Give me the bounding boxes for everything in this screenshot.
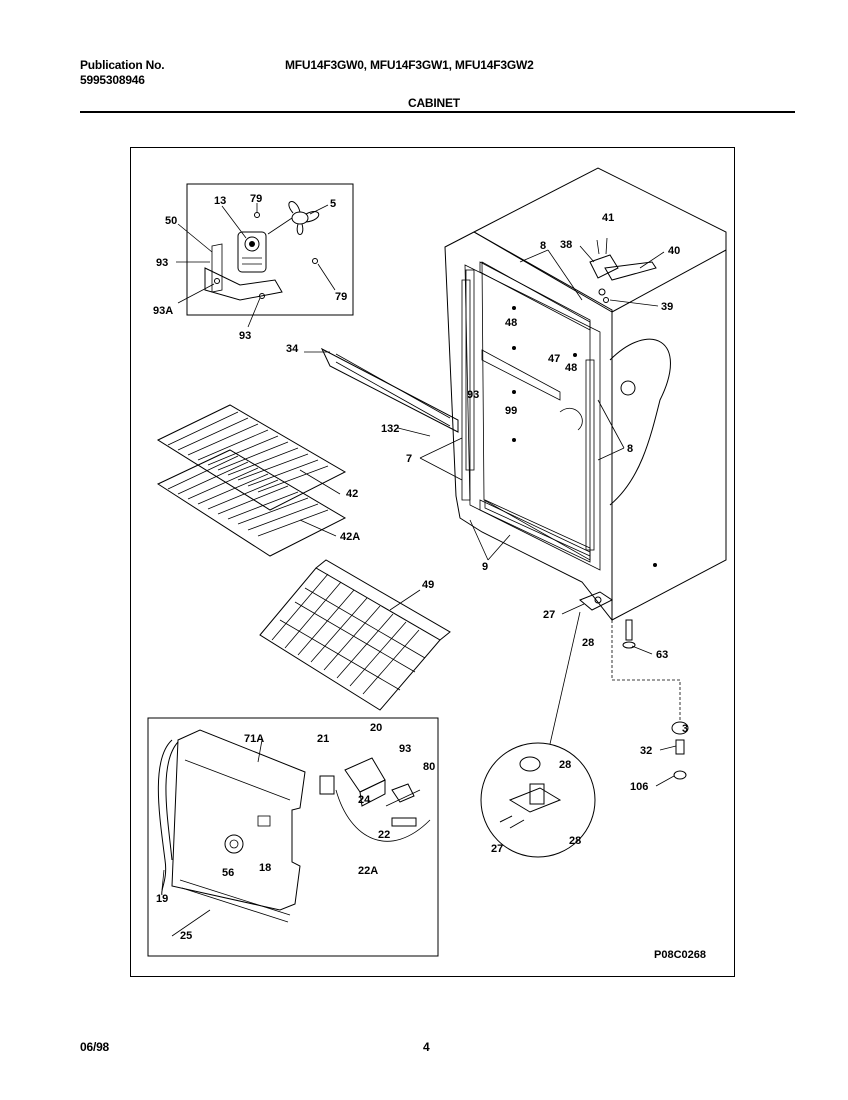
callout-93a: 93	[156, 257, 168, 269]
callout-63: 63	[656, 649, 668, 661]
leveling-leg	[611, 620, 689, 780]
callout-25: 25	[180, 930, 192, 942]
callout-5: 5	[330, 198, 336, 210]
footer-date: 06/98	[80, 1040, 110, 1054]
callout-21: 21	[317, 733, 329, 745]
wire-shelf-lower	[156, 449, 347, 557]
top-hinge	[589, 237, 657, 303]
callout-71A: 71A	[244, 733, 264, 745]
callout-80: 80	[423, 761, 435, 773]
callout-79b: 79	[335, 291, 347, 303]
callout-7: 7	[406, 453, 412, 465]
evaporator-cover	[320, 347, 459, 433]
callout-93c: 93	[467, 389, 479, 401]
callout-41: 41	[602, 212, 614, 224]
callout-28b: 28	[559, 759, 571, 771]
freezer-cabinet	[444, 167, 727, 622]
callout-93A: 93A	[153, 305, 173, 317]
callout-50: 50	[165, 215, 177, 227]
header-rule	[80, 111, 795, 113]
callout-8a: 8	[540, 240, 546, 252]
callout-9: 9	[482, 561, 488, 573]
callout-93d: 93	[399, 743, 411, 755]
callout-24: 24	[358, 794, 371, 806]
model-numbers: MFU14F3GW0, MFU14F3GW1, MFU14F3GW2	[285, 58, 534, 72]
callout-20: 20	[370, 722, 382, 734]
callout-48b: 48	[565, 362, 577, 374]
callout-22: 22	[378, 829, 390, 841]
bottom-hinge	[579, 591, 636, 649]
callout-48a: 48	[505, 317, 517, 329]
callout-22A: 22A	[358, 865, 378, 877]
diagram-frame	[130, 147, 735, 977]
callout-99: 99	[505, 405, 517, 417]
callout-leaders	[161, 245, 677, 937]
callout-38: 38	[560, 239, 572, 251]
callout-132: 132	[381, 423, 399, 435]
footer-page-number: 4	[423, 1040, 430, 1054]
callout-79a: 79	[250, 193, 262, 205]
publication-number: 5995308946	[80, 73, 145, 87]
callout-27b: 27	[491, 843, 503, 855]
callout-8b: 8	[627, 443, 633, 455]
callout-40: 40	[668, 245, 680, 257]
callout-39: 39	[661, 301, 673, 313]
fan-motor	[237, 231, 267, 273]
callout-19: 19	[156, 893, 168, 905]
callout-18: 18	[259, 862, 271, 874]
callout-42A: 42A	[340, 531, 360, 543]
callout-labels: 50 13 79 5 93 79 93A 93 34 132 41 38 40 …	[153, 193, 706, 961]
callout-27a: 27	[543, 609, 555, 621]
hinge-detail-view	[480, 611, 596, 858]
callout-42: 42	[346, 488, 358, 500]
figure-code: P08C0268	[654, 949, 706, 961]
door-gaskets	[461, 261, 591, 563]
callout-28a: 28	[582, 637, 594, 649]
callout-34: 34	[286, 343, 299, 355]
section-title: CABINET	[408, 96, 460, 110]
callout-28c: 28	[569, 835, 581, 847]
freezer-basket	[259, 559, 451, 711]
callout-47: 47	[548, 353, 560, 365]
callout-32: 32	[640, 745, 652, 757]
wire-shelf-upper	[156, 404, 347, 511]
callout-3: 3	[682, 723, 688, 735]
air-duct-inset	[147, 717, 439, 957]
publication-label: Publication No.	[80, 58, 165, 72]
callout-56: 56	[222, 867, 234, 879]
fan-blade	[267, 201, 320, 235]
fan-motor-inset	[176, 183, 354, 328]
callout-49: 49	[422, 579, 434, 591]
callout-13: 13	[214, 195, 226, 207]
callout-93b: 93	[239, 330, 251, 342]
callout-106: 106	[630, 781, 648, 793]
